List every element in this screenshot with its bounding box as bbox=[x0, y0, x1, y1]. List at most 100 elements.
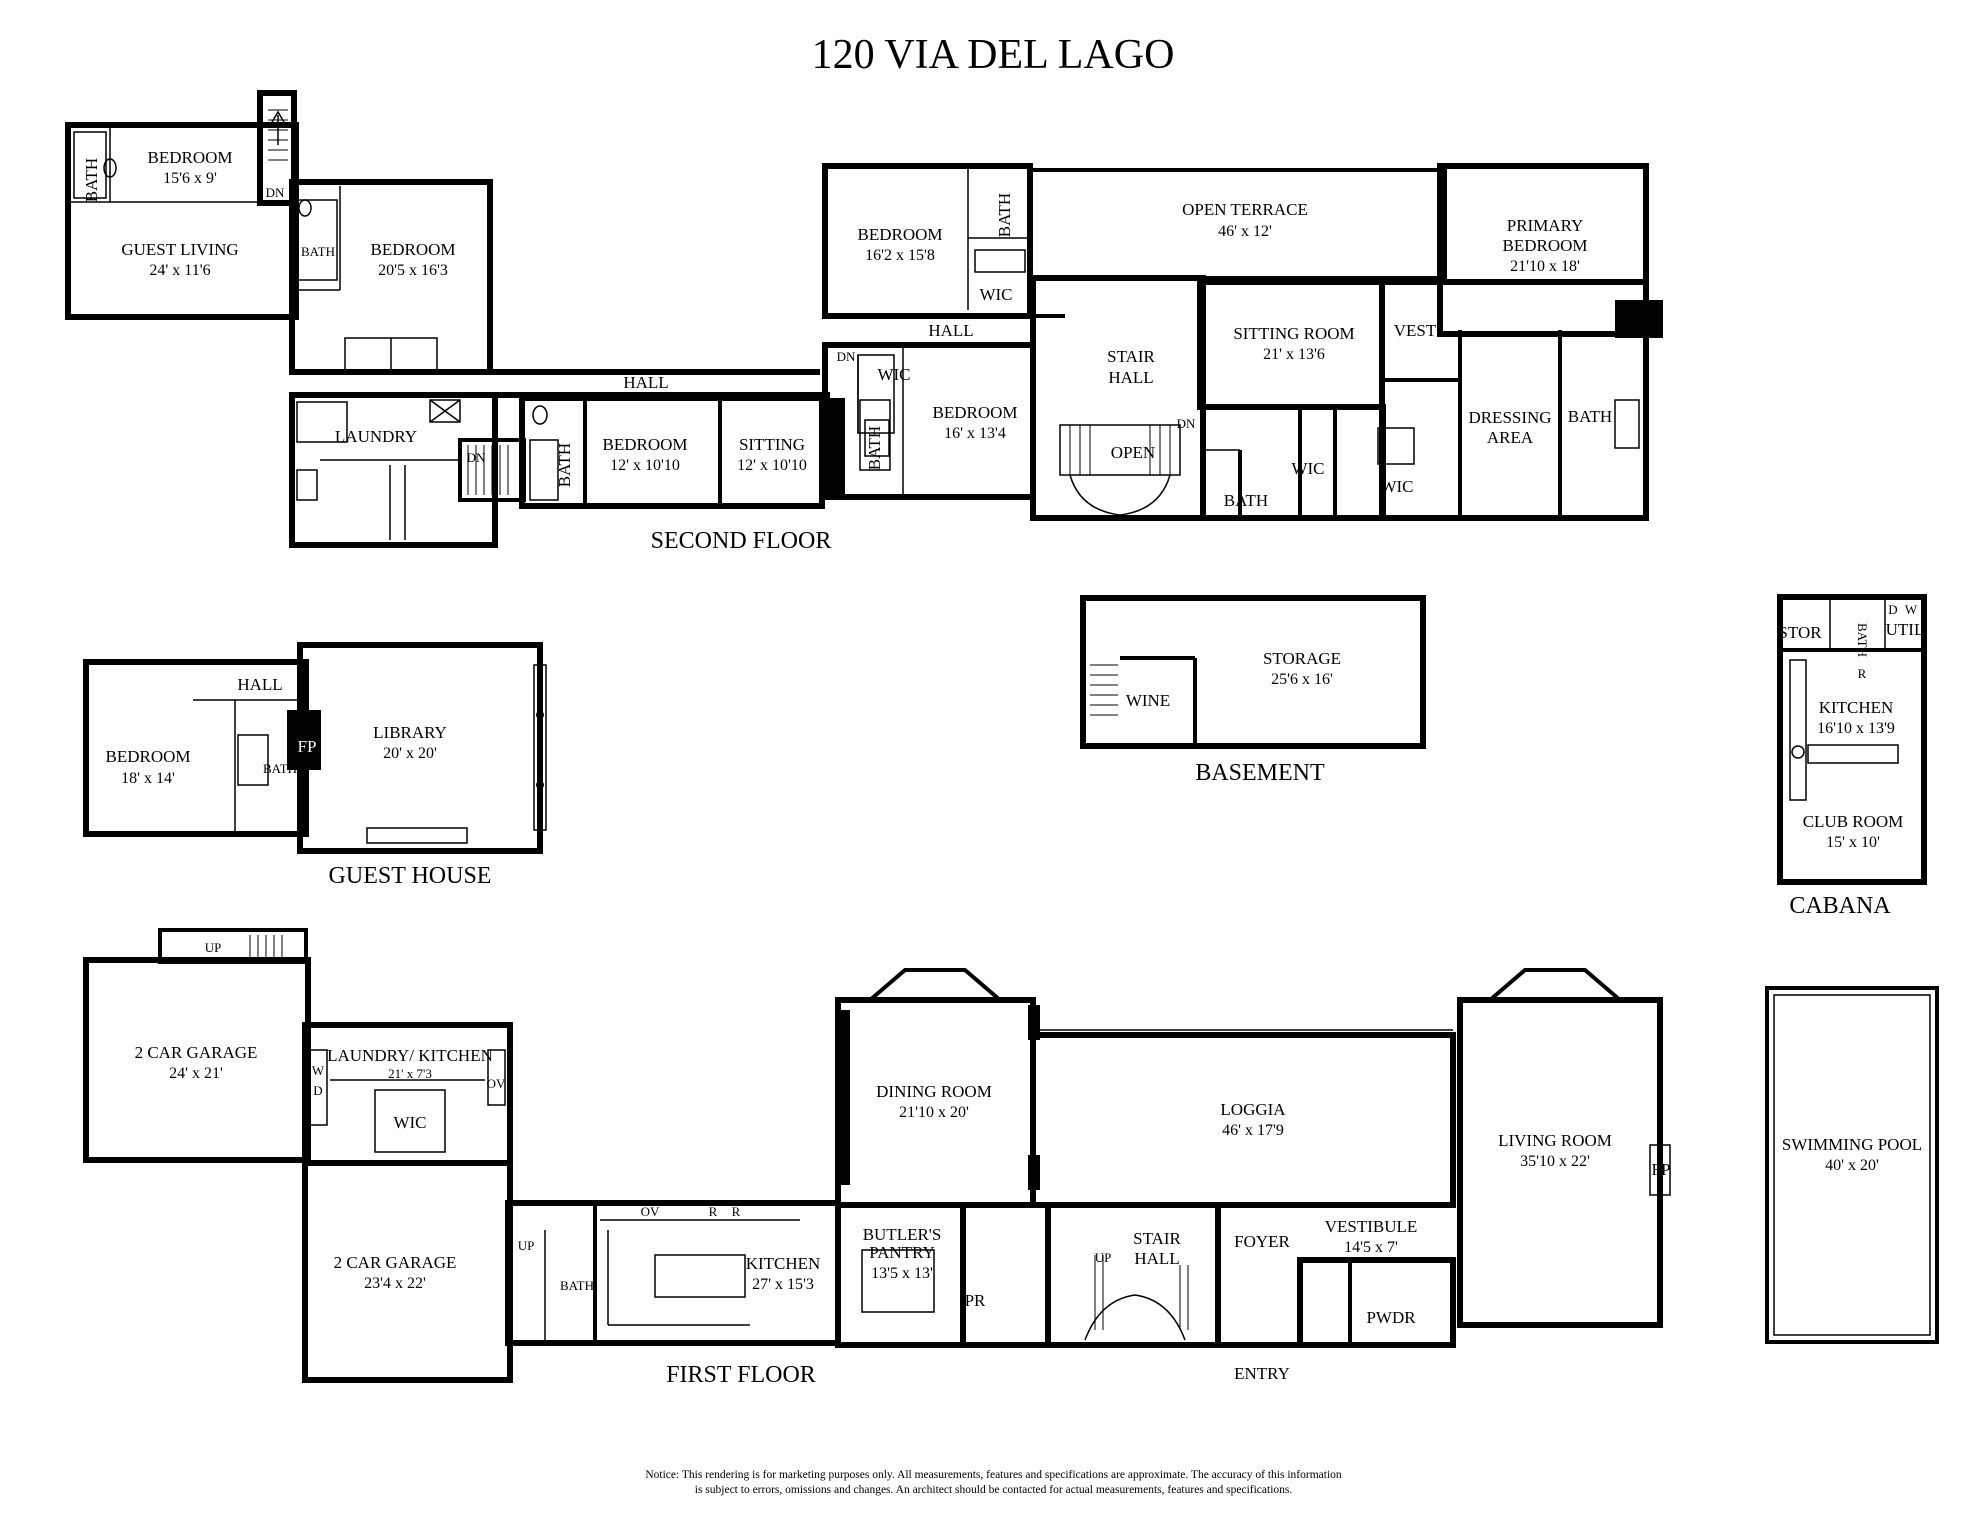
room-label: BATH bbox=[1224, 491, 1268, 510]
room-label: STAIR bbox=[1107, 347, 1155, 366]
appliance-label: R bbox=[709, 1204, 718, 1219]
stair-label: DN bbox=[1177, 416, 1196, 431]
room-label: BATH bbox=[1568, 407, 1612, 426]
stair-label: DN bbox=[467, 450, 486, 465]
room-dimension: 24' x 11'6 bbox=[149, 262, 210, 279]
room-label: 2 CAR GARAGE bbox=[135, 1043, 258, 1062]
room-label: WIC bbox=[393, 1113, 426, 1132]
room-label: WIC bbox=[877, 365, 910, 384]
stair-label: UP bbox=[1095, 1250, 1112, 1265]
room-label: KITCHEN bbox=[1819, 698, 1894, 717]
room-label: SWIMMING POOL bbox=[1782, 1135, 1922, 1154]
room-label: DRESSING bbox=[1468, 408, 1551, 427]
section-label: GUEST HOUSE bbox=[329, 863, 492, 889]
room-label: PANTRY bbox=[869, 1243, 935, 1262]
room-label: VESTIBULE bbox=[1325, 1217, 1418, 1236]
second-floor-labels: BEDROOM 15'6 x 9' BATH GUEST LIVING 24' … bbox=[82, 148, 1612, 554]
room-label: STORAGE bbox=[1263, 649, 1341, 668]
cabana-labels: STOR BATH D W UTIL R KITCHEN 16'10 x 13'… bbox=[1778, 602, 1924, 919]
room-label: BEDROOM bbox=[1502, 236, 1587, 255]
room-label: HALL bbox=[623, 373, 668, 392]
room-dimension: 16'10 x 13'9 bbox=[1817, 720, 1895, 737]
room-label: BATH bbox=[555, 443, 574, 487]
fireplace-label: FP bbox=[298, 737, 317, 756]
room-label: HALL bbox=[1134, 1249, 1179, 1268]
appliance-label: W bbox=[1905, 602, 1918, 617]
appliance-label: D bbox=[1888, 602, 1897, 617]
room-label: PWDR bbox=[1366, 1308, 1416, 1327]
room-dimension: 18' x 14' bbox=[121, 770, 175, 787]
room-dimension: 16' x 13'4 bbox=[944, 425, 1006, 442]
first-floor-plan bbox=[83, 928, 1939, 1383]
room-label: BUTLER'S bbox=[863, 1225, 942, 1244]
room-label: UTIL bbox=[1886, 620, 1925, 639]
second-floor-plan bbox=[65, 90, 1663, 548]
room-label: BATH bbox=[1855, 623, 1870, 657]
room-dimension: 27' x 15'3 bbox=[752, 1276, 814, 1293]
room-dimension: 20'5 x 16'3 bbox=[378, 262, 448, 279]
plan-title: 120 VIA DEL LAGO bbox=[812, 32, 1175, 78]
room-label: BATH bbox=[865, 426, 884, 470]
room-label: WIC bbox=[979, 285, 1012, 304]
fireplace-label: FP bbox=[1652, 1160, 1671, 1179]
appliance-label: W bbox=[312, 1063, 325, 1078]
room-label: WIC bbox=[1380, 477, 1413, 496]
room-label: SITTING bbox=[739, 435, 805, 454]
basement-plan bbox=[1080, 595, 1426, 749]
room-label: BEDROOM bbox=[147, 148, 232, 167]
room-label: FOYER bbox=[1234, 1232, 1290, 1251]
guest-house-labels: HALL BEDROOM 18' x 14' BATH FP LIBRARY 2… bbox=[105, 675, 491, 889]
room-dimension: 21' x 7'3 bbox=[388, 1066, 432, 1081]
room-label: LIVING ROOM bbox=[1498, 1131, 1612, 1150]
room-dimension: 14'5 x 7' bbox=[1344, 1239, 1398, 1256]
basement-labels: WINE STORAGE 25'6 x 16' BASEMENT bbox=[1126, 649, 1341, 786]
room-label: BATH bbox=[301, 244, 335, 259]
disclaimer-notice: Notice: This rendering is for marketing … bbox=[0, 1468, 1987, 1498]
room-label: BEDROOM bbox=[932, 403, 1017, 422]
notice-line-2: is subject to errors, omissions and chan… bbox=[694, 1484, 1293, 1496]
room-label: BATH bbox=[82, 158, 101, 202]
room-dimension: 12' x 10'10 bbox=[737, 457, 807, 474]
room-dimension: 23'4 x 22' bbox=[364, 1275, 426, 1292]
stair-label: UP bbox=[205, 940, 222, 955]
room-label: LOGGIA bbox=[1220, 1100, 1286, 1119]
room-label: HALL bbox=[1108, 368, 1153, 387]
room-label: KITCHEN bbox=[746, 1254, 821, 1273]
room-label: PRIMARY bbox=[1507, 216, 1584, 235]
room-dimension: 16'2 x 15'8 bbox=[865, 247, 935, 264]
appliance-label: OV bbox=[487, 1076, 506, 1091]
cabana-plan bbox=[1777, 594, 1927, 885]
room-dimension: 21'10 x 20' bbox=[899, 1104, 969, 1121]
room-label: HALL bbox=[928, 321, 973, 340]
room-label: DINING ROOM bbox=[876, 1082, 992, 1101]
room-dimension: 20' x 20' bbox=[383, 745, 437, 762]
section-label: CABANA bbox=[1789, 893, 1891, 919]
room-label: WIC bbox=[1291, 459, 1324, 478]
first-floor-labels: UP 2 CAR GARAGE 24' x 21' LAUNDRY/ KITCH… bbox=[135, 940, 1923, 1388]
stair-label: DN bbox=[266, 185, 285, 200]
room-dimension: 46' x 17'9 bbox=[1222, 1122, 1284, 1139]
room-label: BATH bbox=[995, 193, 1014, 237]
stair-label: DN bbox=[837, 349, 856, 364]
appliance-label: D bbox=[313, 1083, 322, 1098]
room-dimension: 15'6 x 9' bbox=[163, 170, 217, 187]
room-label: BEDROOM bbox=[602, 435, 687, 454]
room-dimension: 12' x 10'10 bbox=[610, 457, 680, 474]
stair-label: UP bbox=[518, 1238, 535, 1253]
room-label: OPEN TERRACE bbox=[1182, 200, 1308, 219]
room-label: LAUNDRY bbox=[335, 427, 417, 446]
room-dimension: 15' x 10' bbox=[1826, 834, 1880, 851]
appliance-label: OV bbox=[641, 1204, 660, 1219]
room-label: BATH bbox=[560, 1278, 594, 1293]
room-label: LAUNDRY/ KITCHEN bbox=[327, 1046, 493, 1065]
room-label: STOR bbox=[1778, 623, 1822, 642]
room-label: CLUB ROOM bbox=[1803, 812, 1904, 831]
guest-house-plan bbox=[83, 642, 547, 854]
section-label: SECOND FLOOR bbox=[651, 528, 832, 554]
room-label: SITTING ROOM bbox=[1233, 324, 1354, 343]
room-dimension: 25'6 x 16' bbox=[1271, 671, 1333, 688]
room-label: AREA bbox=[1487, 428, 1534, 447]
room-label: OPEN bbox=[1111, 443, 1155, 462]
room-dimension: 24' x 21' bbox=[169, 1065, 223, 1082]
room-label: HALL bbox=[237, 675, 282, 694]
